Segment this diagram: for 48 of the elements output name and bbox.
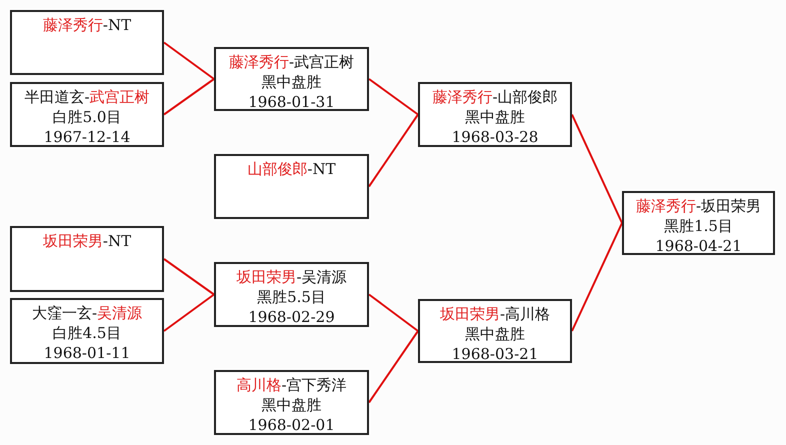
result-text: 黑胜1.5目 [663, 216, 734, 236]
bracket-line [163, 258, 215, 296]
bracket-line [368, 78, 419, 116]
player-names: 高川格-宫下秀洋 [235, 375, 348, 395]
match-box [10, 298, 164, 364]
result-text: 黑中盘胜 [260, 72, 322, 92]
player-names: 半田道玄-武宫正树 [23, 87, 151, 107]
bracket-line [368, 330, 419, 404]
match-box [10, 82, 164, 147]
date-text: 1968-02-29 [247, 307, 336, 327]
match-box [214, 47, 369, 111]
date-text: 1968-03-21 [450, 344, 540, 364]
player-names: 大窪一玄-吴清源 [30, 303, 144, 323]
match-box [418, 82, 572, 147]
match-box [214, 262, 369, 327]
player-names: 藤泽秀行-武宫正树 [228, 52, 356, 72]
player-names: 坂田荣男-高川格 [438, 304, 552, 324]
bracket-line [163, 294, 215, 332]
player-names: 山部俊郎-NT [246, 159, 337, 179]
date-text: 1968-03-28 [450, 127, 540, 147]
bracket-line [163, 78, 215, 116]
match-box [10, 226, 164, 292]
date-text: 1967-12-14 [42, 127, 132, 147]
result-text: 黑中盘胜 [260, 395, 322, 415]
match-box [418, 299, 572, 363]
match-box [214, 370, 369, 435]
date-text: 1968-01-31 [247, 92, 336, 112]
player-names: 藤泽秀行-山部俊郎 [431, 87, 559, 107]
date-text: 1968-02-01 [247, 415, 336, 435]
result-text: 黑中盘胜 [464, 324, 526, 344]
date-text: 1968-04-21 [654, 236, 743, 256]
player-names: 藤泽秀行-NT [42, 15, 132, 35]
player-names: 坂田荣男-NT [42, 231, 132, 251]
bracket-line [571, 222, 623, 332]
player-names: 坂田荣男-吴清源 [235, 267, 348, 287]
bracket-line [368, 114, 419, 188]
result-text: 白胜4.5目 [52, 323, 122, 343]
bracket-line [163, 42, 215, 80]
result-text: 白胜5.0目 [52, 107, 122, 127]
result-text: 黑胜5.5目 [256, 287, 327, 307]
bracket-line [571, 114, 623, 224]
match-box [622, 191, 775, 255]
match-box [10, 10, 164, 75]
result-text: 黑中盘胜 [464, 107, 526, 127]
date-text: 1968-01-11 [42, 343, 132, 363]
player-names: 藤泽秀行-坂田荣男 [634, 196, 762, 216]
match-box [214, 154, 369, 219]
bracket-line [368, 294, 419, 332]
